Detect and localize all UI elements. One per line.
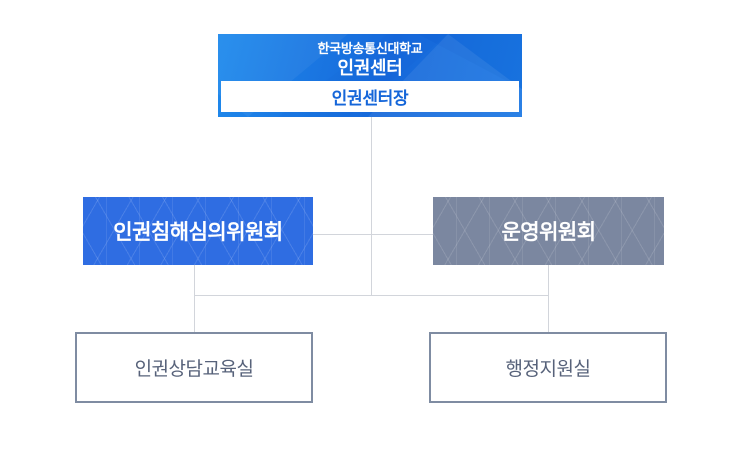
org-node-committee-operating: 운영위원회 (433, 197, 664, 265)
office-admin-label: 행정지원실 (505, 359, 591, 380)
root-director-label: 인권센터장 (331, 89, 409, 108)
connector-right-vertical (548, 265, 549, 332)
org-node-office-admin: 행정지원실 (429, 332, 667, 403)
root-center-label: 인권센터 (337, 58, 403, 78)
root-university-label: 한국방송통신대학교 (317, 41, 423, 56)
connector-committees-horizontal (313, 234, 433, 235)
org-node-committee-deliberation: 인권침해심의위원회 (83, 197, 313, 265)
committee-deliberation-label: 인권침해심의위원회 (113, 221, 283, 244)
root-director-box: 인권센터장 (221, 81, 519, 112)
connector-left-vertical (194, 265, 195, 332)
org-node-office-counseling: 인권상담교육실 (75, 332, 313, 403)
office-counseling-label: 인권상담교육실 (134, 359, 254, 380)
committee-operating-label: 운영위원회 (501, 221, 596, 244)
connector-root-vertical (371, 117, 372, 295)
org-node-root: 한국방송통신대학교 인권센터 인권센터장 (218, 34, 522, 117)
connector-offices-horizontal (194, 295, 549, 296)
